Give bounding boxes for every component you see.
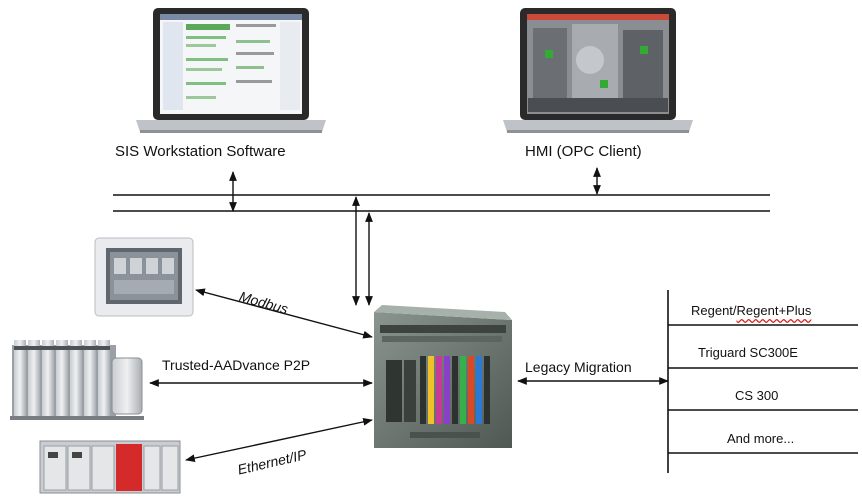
controllogix-rack bbox=[39, 440, 181, 494]
legacy-migration-label: Legacy Migration bbox=[525, 359, 632, 375]
legacy-item-triguard: Triguard SC300E bbox=[698, 345, 798, 360]
hmi-opc-client-label: HMI (OPC Client) bbox=[525, 143, 642, 160]
ethernet-ip-connector bbox=[185, 418, 373, 462]
sis-workstation-laptop bbox=[136, 8, 326, 133]
legacy-item-cs300: CS 300 bbox=[735, 388, 779, 403]
legacy-item-regent: Regent/Regent+Plus bbox=[691, 303, 811, 318]
legacy-item-more: And more... bbox=[727, 431, 795, 446]
aadvance-controller-rack bbox=[10, 340, 144, 420]
p2p-label: Trusted-AADvance P2P bbox=[162, 357, 311, 373]
modbus-connector bbox=[195, 288, 373, 339]
hmi-laptop bbox=[503, 8, 693, 133]
hmi-panel-device bbox=[94, 237, 194, 317]
legacy-item-regent-prefix: Regent/ bbox=[691, 303, 737, 318]
legacy-item-regent-suffix: Regent+Plus bbox=[736, 303, 812, 318]
sis-workstation-label: SIS Workstation Software bbox=[115, 143, 286, 160]
sis-controller-cabinet bbox=[374, 305, 512, 448]
